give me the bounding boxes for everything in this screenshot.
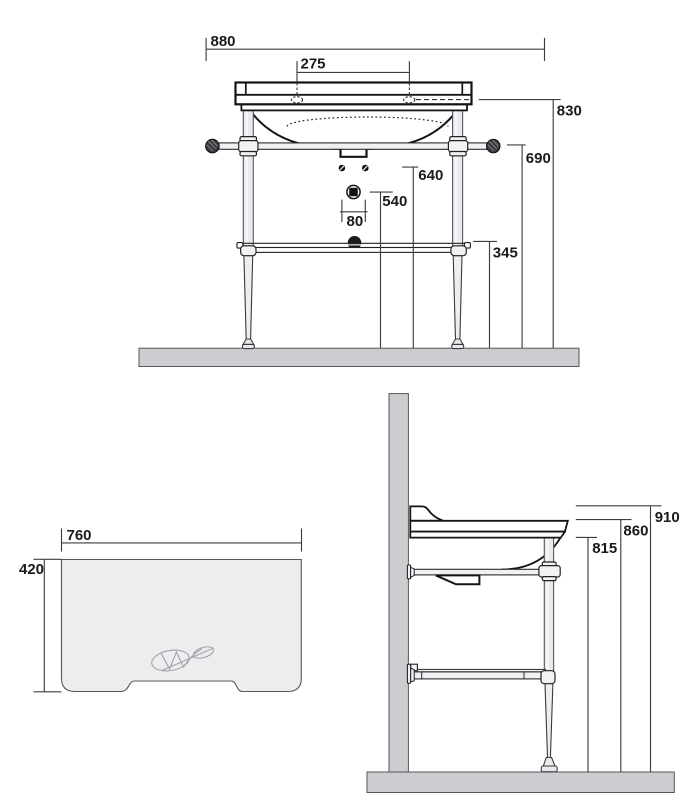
svg-text:275: 275: [301, 55, 326, 72]
svg-text:690: 690: [526, 150, 551, 167]
svg-text:760: 760: [67, 527, 92, 544]
svg-text:880: 880: [211, 33, 236, 50]
svg-text:345: 345: [493, 245, 518, 262]
svg-text:640: 640: [418, 167, 443, 184]
svg-text:420: 420: [19, 561, 44, 578]
svg-text:815: 815: [592, 540, 617, 557]
svg-text:860: 860: [623, 522, 648, 539]
svg-text:80: 80: [347, 213, 364, 230]
svg-text:830: 830: [557, 102, 582, 119]
svg-text:910: 910: [655, 509, 680, 526]
svg-text:540: 540: [382, 193, 407, 210]
